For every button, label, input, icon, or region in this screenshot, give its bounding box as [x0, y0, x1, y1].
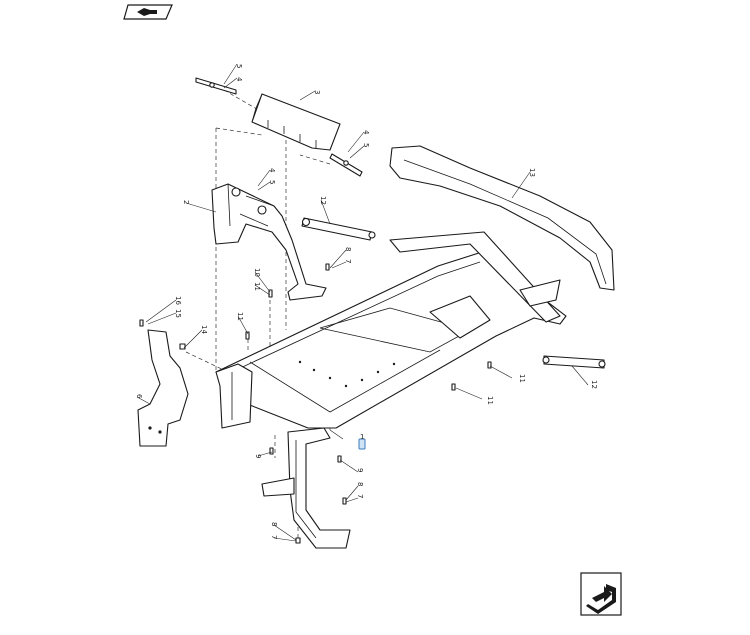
callout-5c[interactable]: 5 [268, 180, 276, 184]
callout-15[interactable]: 15 [174, 309, 182, 318]
pin-upper-right [329, 153, 363, 177]
callout-10[interactable]: 10 [253, 268, 261, 277]
callout-16[interactable]: 16 [174, 296, 182, 305]
part-main-frame [215, 231, 567, 429]
callout-12a[interactable]: 12 [319, 196, 327, 205]
callout-1[interactable]: 1 [360, 433, 364, 441]
callout-13[interactable]: 13 [528, 168, 536, 177]
callout-2[interactable]: 2 [182, 200, 190, 204]
callout-4a[interactable]: 4 [235, 77, 243, 82]
bolts [139, 263, 492, 544]
part-side-plate [137, 329, 189, 447]
callout-8a[interactable]: 8 [344, 247, 352, 251]
part-curved-beam [389, 145, 615, 291]
alignment-lines [185, 89, 331, 540]
next-page-arrow-icon[interactable] [580, 572, 622, 616]
callout-4c[interactable]: 4 [268, 168, 276, 173]
callout-labels: 5 4 3 4 5 4 5 2 12 13 10 11 8 7 16 15 14… [135, 64, 598, 539]
callout-11c[interactable]: 11 [518, 374, 526, 383]
callout-11a[interactable]: 11 [253, 282, 261, 291]
part-cylinder-lower [542, 355, 606, 369]
book-arrow-icon[interactable] [123, 4, 173, 20]
selected-part-marker[interactable] [358, 438, 366, 450]
callout-8b[interactable]: 8 [356, 482, 364, 486]
callout-4b[interactable]: 4 [362, 130, 370, 135]
callout-11d[interactable]: 11 [486, 396, 494, 405]
callout-11b[interactable]: 11 [236, 312, 244, 321]
part-front-leg-left [215, 363, 253, 429]
part-cylinder-upper [301, 217, 376, 241]
callout-7c[interactable]: 7 [270, 535, 278, 539]
callout-3[interactable]: 3 [313, 90, 321, 94]
callout-9b[interactable]: 9 [356, 468, 364, 472]
leader-lines [136, 63, 589, 542]
pin-upper-left [195, 77, 237, 95]
callout-7b[interactable]: 7 [356, 494, 364, 498]
callout-8c[interactable]: 8 [270, 522, 278, 526]
part-stand-leg [261, 427, 351, 549]
callout-5b[interactable]: 5 [362, 143, 370, 147]
callout-7a[interactable]: 7 [344, 259, 352, 263]
part-hitch-bracket [211, 183, 327, 301]
callout-6[interactable]: 6 [135, 394, 143, 399]
callout-9a[interactable]: 9 [254, 454, 262, 458]
part-top-bracket [251, 93, 341, 151]
callout-14[interactable]: 14 [200, 325, 208, 334]
callout-12b[interactable]: 12 [590, 380, 598, 389]
callout-5a[interactable]: 5 [235, 64, 243, 68]
